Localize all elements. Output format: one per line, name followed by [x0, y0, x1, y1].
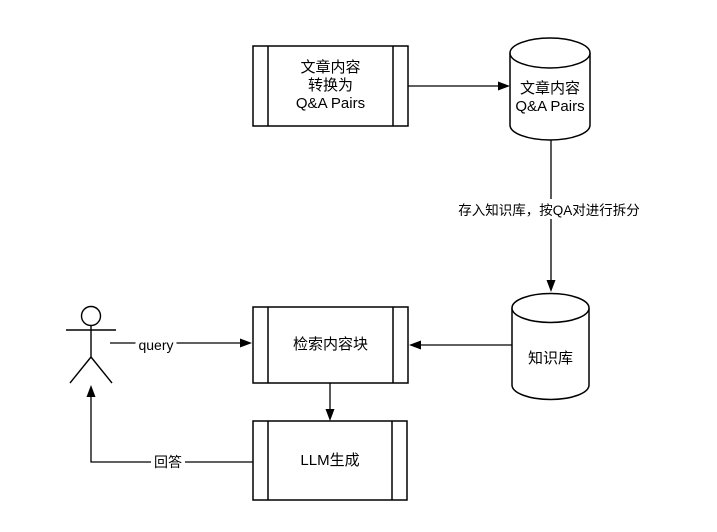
- node-article-to-qa-shape[interactable]: [252, 45, 409, 127]
- process-box-outline: [252, 45, 409, 127]
- arrowhead-right-icon: [240, 338, 252, 348]
- process-box-outline: [252, 306, 409, 384]
- edge-answer[interactable]: [86, 385, 254, 463]
- actor-left-leg: [69, 356, 92, 384]
- edge-query[interactable]: [110, 338, 252, 348]
- arrowhead-down-icon: [546, 280, 556, 292]
- node-knowledge-base-shape[interactable]: [511, 292, 590, 401]
- arrowhead-right-icon: [498, 81, 510, 91]
- actor-user-icon[interactable]: [66, 305, 116, 384]
- arrowhead-left-icon: [409, 340, 421, 350]
- arrowhead-up-icon: [86, 385, 96, 397]
- node-llm-shape[interactable]: [252, 420, 408, 501]
- edge-kb-to-retrieve[interactable]: [409, 340, 512, 350]
- arrowhead-down-icon: [325, 409, 335, 421]
- edge-retrieve-to-llm[interactable]: [325, 383, 335, 421]
- edge-store-to-kb[interactable]: [546, 140, 556, 292]
- edge-article-to-store[interactable]: [408, 81, 510, 91]
- node-retrieve-shape[interactable]: [252, 306, 409, 384]
- edge-line: [90, 396, 253, 463]
- cylinder-body: [509, 53, 591, 141]
- cylinder-body: [511, 308, 590, 401]
- process-box-outline: [252, 420, 408, 501]
- actor-head: [80, 305, 102, 327]
- cylinder-top: [511, 292, 590, 324]
- node-qa-store-shape[interactable]: [509, 37, 591, 141]
- actor-right-leg: [90, 356, 113, 384]
- cylinder-top: [509, 37, 591, 69]
